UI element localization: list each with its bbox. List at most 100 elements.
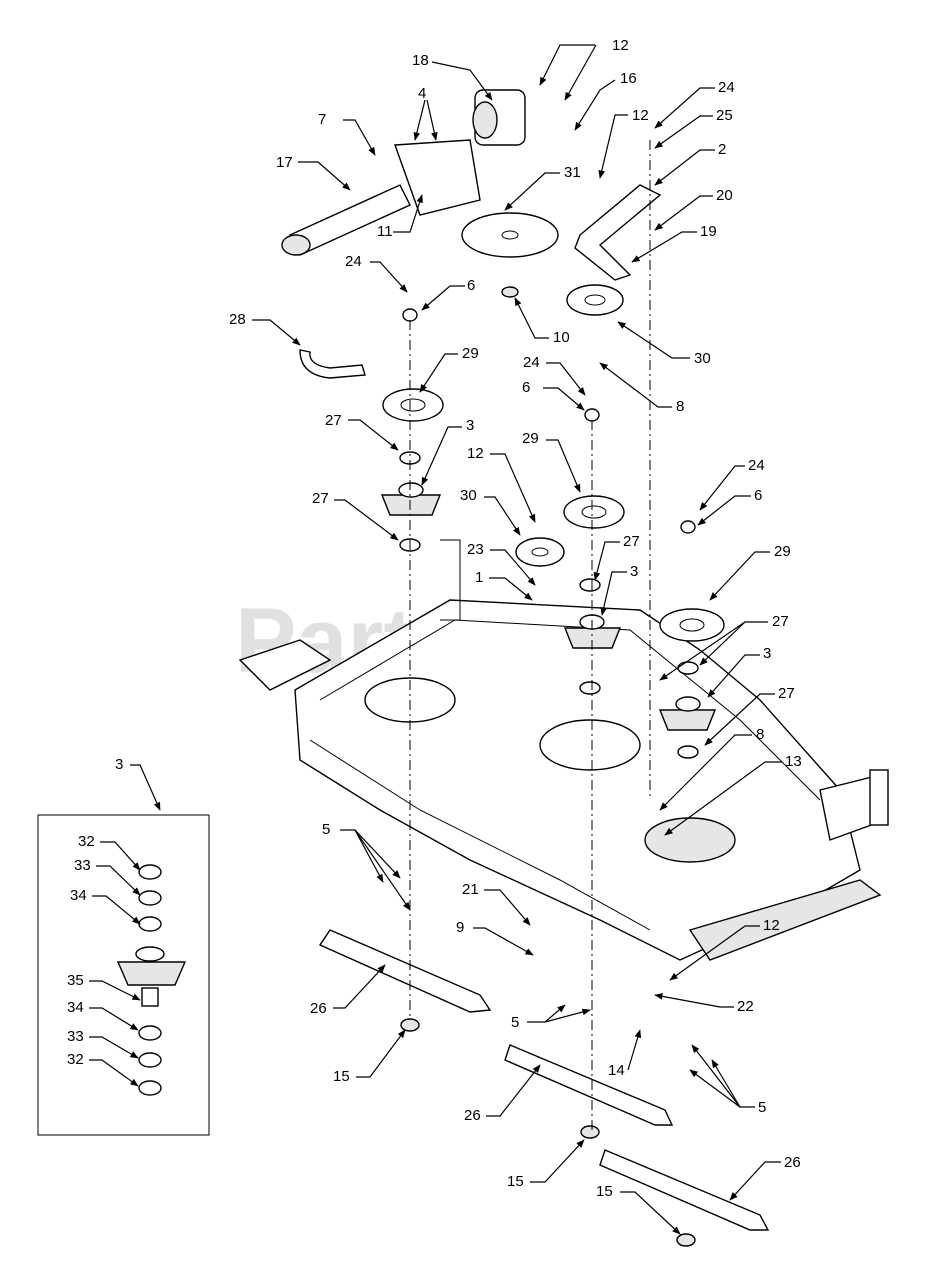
leader-line [252,319,301,346]
leader-line [354,829,401,879]
callout-3: 3 [630,563,638,580]
leader-line [354,829,411,911]
inset-label-34: 34 [70,887,87,904]
inset-label-34: 34 [67,999,84,1016]
callout-3: 3 [466,417,474,434]
callout-12: 12 [763,917,780,934]
leader-line [89,980,141,1001]
leader-line [729,1161,781,1201]
leader-line [564,44,597,101]
leader-line [413,99,426,141]
leader-line [599,362,672,408]
leader-line [421,426,462,486]
inset-label-35: 35 [67,972,84,989]
drive-shaft [281,89,526,256]
callout-29: 29 [462,345,479,362]
callout-24: 24 [718,79,735,96]
callout-7: 7 [318,111,326,128]
leader-line [689,1069,741,1108]
inset-label-32: 32 [78,833,95,850]
leader-line [659,734,752,811]
leader-line [697,495,751,526]
leader-line [421,285,465,311]
leader-line [709,551,770,601]
callout-labels: 12 18 16 7 4 17 11 24 25 2 20 19 31 12 2… [67,37,802,1200]
leader-line [473,927,534,956]
leader-line [707,654,760,698]
leader-line [504,172,560,211]
callout-4: 4 [418,85,426,102]
callout-31: 31 [564,164,581,181]
leader-lines [89,44,782,1235]
leader-line [100,841,141,871]
callout-12: 12 [612,37,629,54]
leader-line [130,764,161,811]
leader-line [514,297,549,339]
leader-line [426,99,438,141]
callout-5: 5 [758,1099,766,1116]
callout-26: 26 [310,1000,327,1017]
leader-line [89,1059,139,1087]
leader-line [484,496,521,536]
callout-25: 25 [716,107,733,124]
callout-13: 13 [785,753,802,770]
leader-line [654,195,713,231]
callout-8: 8 [756,726,764,743]
callout-19: 19 [700,223,717,240]
spindle-inset [37,814,210,1136]
callout-12: 12 [632,107,649,124]
leader-line [654,115,713,149]
callout-22: 22 [737,998,754,1015]
callout-9: 9 [456,919,464,936]
leader-line [546,362,586,396]
callout-26: 26 [784,1154,801,1171]
callout-5: 5 [322,821,330,838]
callout-15: 15 [596,1183,613,1200]
callout-27: 27 [772,613,789,630]
leader-line [489,577,533,601]
leader-line [620,1191,681,1235]
leader-line [593,541,620,581]
leader-line [617,321,690,359]
callout-6: 6 [754,487,762,504]
leader-line [530,1139,585,1183]
leader-line [431,61,493,101]
leader-line [691,1044,755,1108]
leader-line [96,865,141,896]
leader-line [600,571,627,616]
callout-3: 3 [763,645,771,662]
leader-line [669,925,760,981]
leader-line [598,114,628,179]
leader-line [356,1029,406,1078]
callout-12: 12 [467,445,484,462]
leader-line [574,79,616,131]
leader-line [654,149,715,186]
leader-line [348,419,399,451]
callout-5: 5 [511,1014,519,1031]
leader-line [664,761,782,836]
callout-29: 29 [522,430,539,447]
callout-14: 14 [608,1062,625,1079]
leader-line [419,353,458,393]
idler-arm [574,184,662,281]
leader-line [704,693,775,746]
inset-label-33: 33 [74,857,91,874]
leader-line [334,499,399,541]
callout-27: 27 [325,412,342,429]
leader-line [654,993,734,1008]
callout-1: 1 [475,569,483,586]
callout-28: 28 [229,311,246,328]
callout-11: 11 [377,223,393,240]
leader-line [393,194,423,233]
leader-line [486,1064,541,1117]
callout-20: 20 [716,187,733,204]
mower-blades [318,929,770,1247]
callout-30: 30 [460,487,477,504]
leader-line [544,1008,591,1023]
callout-17: 17 [276,154,293,171]
callout-18: 18 [412,52,429,69]
leader-line [92,895,141,925]
inset-label-32: 32 [67,1051,84,1068]
belt [299,349,366,379]
